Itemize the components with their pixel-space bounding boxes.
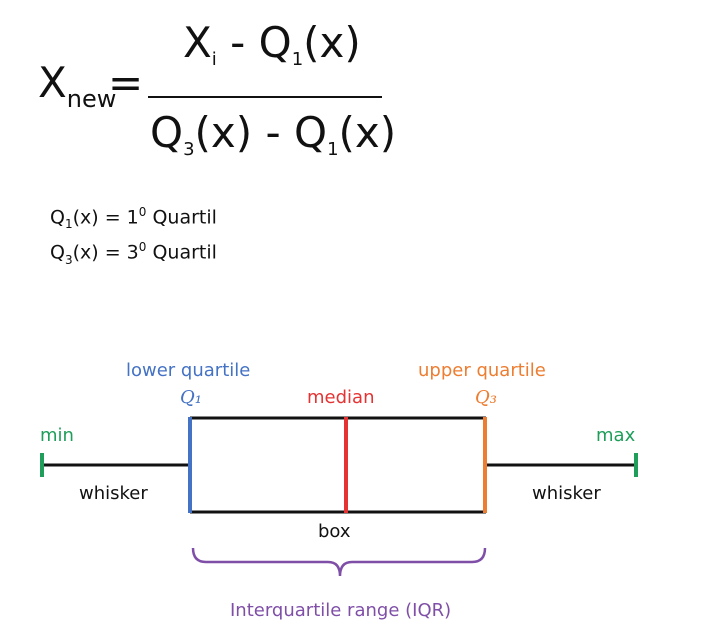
denominator-middle: (x) - Q <box>194 108 328 157</box>
numerator-x: X <box>183 18 212 67</box>
min-label: min <box>40 425 74 446</box>
numerator-x-paren: (x) <box>303 18 361 67</box>
def-q3-word: Quartil <box>146 241 217 264</box>
quartile-definitions: Q1(x) = 10 Quartil Q3(x) = 30 Quartil <box>50 198 217 269</box>
lhs-subscript: new <box>66 85 117 113</box>
def-q1-q: Q <box>50 206 65 229</box>
numerator-q-subscript: 1 <box>291 49 304 70</box>
def-q1-word: Quartil <box>146 206 217 229</box>
definition-q1: Q1(x) = 10 Quartil <box>50 198 217 233</box>
median-label: median <box>307 387 375 408</box>
box-label: box <box>318 521 351 542</box>
iqr-label: Interquartile range (IQR) <box>230 600 452 621</box>
iqr-brace <box>191 547 487 577</box>
def-q1-mid: (x) = 1 <box>72 206 139 229</box>
formula-numerator: Xi - Q1(x) <box>183 18 361 70</box>
def-q3-mid: (x) = 3 <box>72 241 139 264</box>
def-q3-q: Q <box>50 241 65 264</box>
lhs-x: X <box>38 58 67 107</box>
upper-quartile-label: upper quartile <box>418 360 546 381</box>
right-whisker-label: whisker <box>532 483 601 504</box>
left-whisker-label: whisker <box>79 483 148 504</box>
def-q1-sup: 0 <box>138 205 147 219</box>
denominator-q3: Q <box>150 108 184 157</box>
definition-q3: Q3(x) = 30 Quartil <box>50 233 217 268</box>
denominator-x-paren: (x) <box>338 108 397 157</box>
q1-label: Q₁ <box>180 387 202 408</box>
def-q3-sup: 0 <box>138 240 147 255</box>
max-label: max <box>596 425 636 446</box>
numerator-x-subscript: i <box>211 49 217 70</box>
denominator-q1-subscript: 1 <box>327 139 339 160</box>
def-q1-sub: 1 <box>64 217 73 232</box>
formula-denominator: Q3(x) - Q1(x) <box>150 108 397 160</box>
numerator-minus-q: - Q <box>216 18 292 67</box>
fraction-bar <box>148 96 382 98</box>
def-q3-sub: 3 <box>64 252 73 267</box>
lower-quartile-label: lower quartile <box>126 360 251 381</box>
q3-label: Q₃ <box>475 387 497 408</box>
equals-sign: = <box>108 58 144 107</box>
formula-lhs: Xnew <box>38 58 116 113</box>
denominator-q3-subscript: 3 <box>183 139 195 160</box>
